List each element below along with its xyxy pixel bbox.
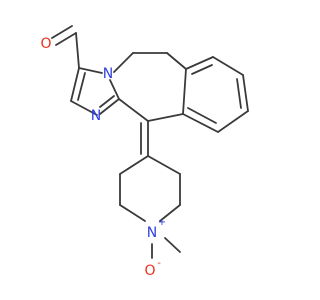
bond-pip-6 xyxy=(147,155,181,175)
bonds xyxy=(51,25,249,259)
bond-benz-2 xyxy=(182,113,219,133)
bond-c11-benz xyxy=(147,113,184,122)
molecule-structure-diagram: O N N N + O - xyxy=(40,25,249,279)
atom-imidazole-n-bridgehead: N xyxy=(103,66,113,82)
atom-aldehyde-oxygen: O xyxy=(40,36,51,52)
bond-benz-1 xyxy=(182,68,187,115)
bond-pip-3 xyxy=(119,204,146,222)
charge-plus-icon: + xyxy=(158,217,166,228)
bond-aldehyde-co-1 xyxy=(55,32,77,46)
bond-pip-4 xyxy=(159,204,181,222)
bond-n4-c5 xyxy=(113,52,134,73)
bond-c8a-n4 xyxy=(109,79,120,100)
bond-c3-c2-inner xyxy=(77,72,86,101)
atom-n-oxide-oxygen: O xyxy=(144,263,155,279)
bond-n4-c3 xyxy=(78,67,103,74)
bond-benz-4-inner xyxy=(236,78,242,109)
bond-benz-4 xyxy=(242,74,249,112)
bond-benz-3 xyxy=(217,110,249,133)
bond-benz-2-inner xyxy=(187,107,217,124)
bond-n1-c8a xyxy=(99,98,120,115)
charge-minus-icon: - xyxy=(157,258,161,269)
bond-benz-6-inner xyxy=(191,64,213,75)
bond-c3-c2 xyxy=(70,67,80,102)
bond-benz-5 xyxy=(212,56,244,76)
atom-piperidine-n: N xyxy=(147,225,157,241)
bond-cho-c3 xyxy=(75,32,80,69)
atom-imidazole-n-ring: N xyxy=(91,108,101,124)
bond-c6-benz xyxy=(166,52,187,70)
bond-c8a-c11 xyxy=(118,98,149,122)
atom-labels: O N N N + O - xyxy=(40,36,166,279)
bond-aldehyde-co-2 xyxy=(51,25,73,39)
bond-n1-c8a-inner xyxy=(99,95,115,108)
bond-pip-1 xyxy=(119,155,149,175)
bond-n-methyl xyxy=(164,237,181,253)
bond-c2-n1 xyxy=(70,100,98,116)
bond-benz-6 xyxy=(185,56,214,70)
